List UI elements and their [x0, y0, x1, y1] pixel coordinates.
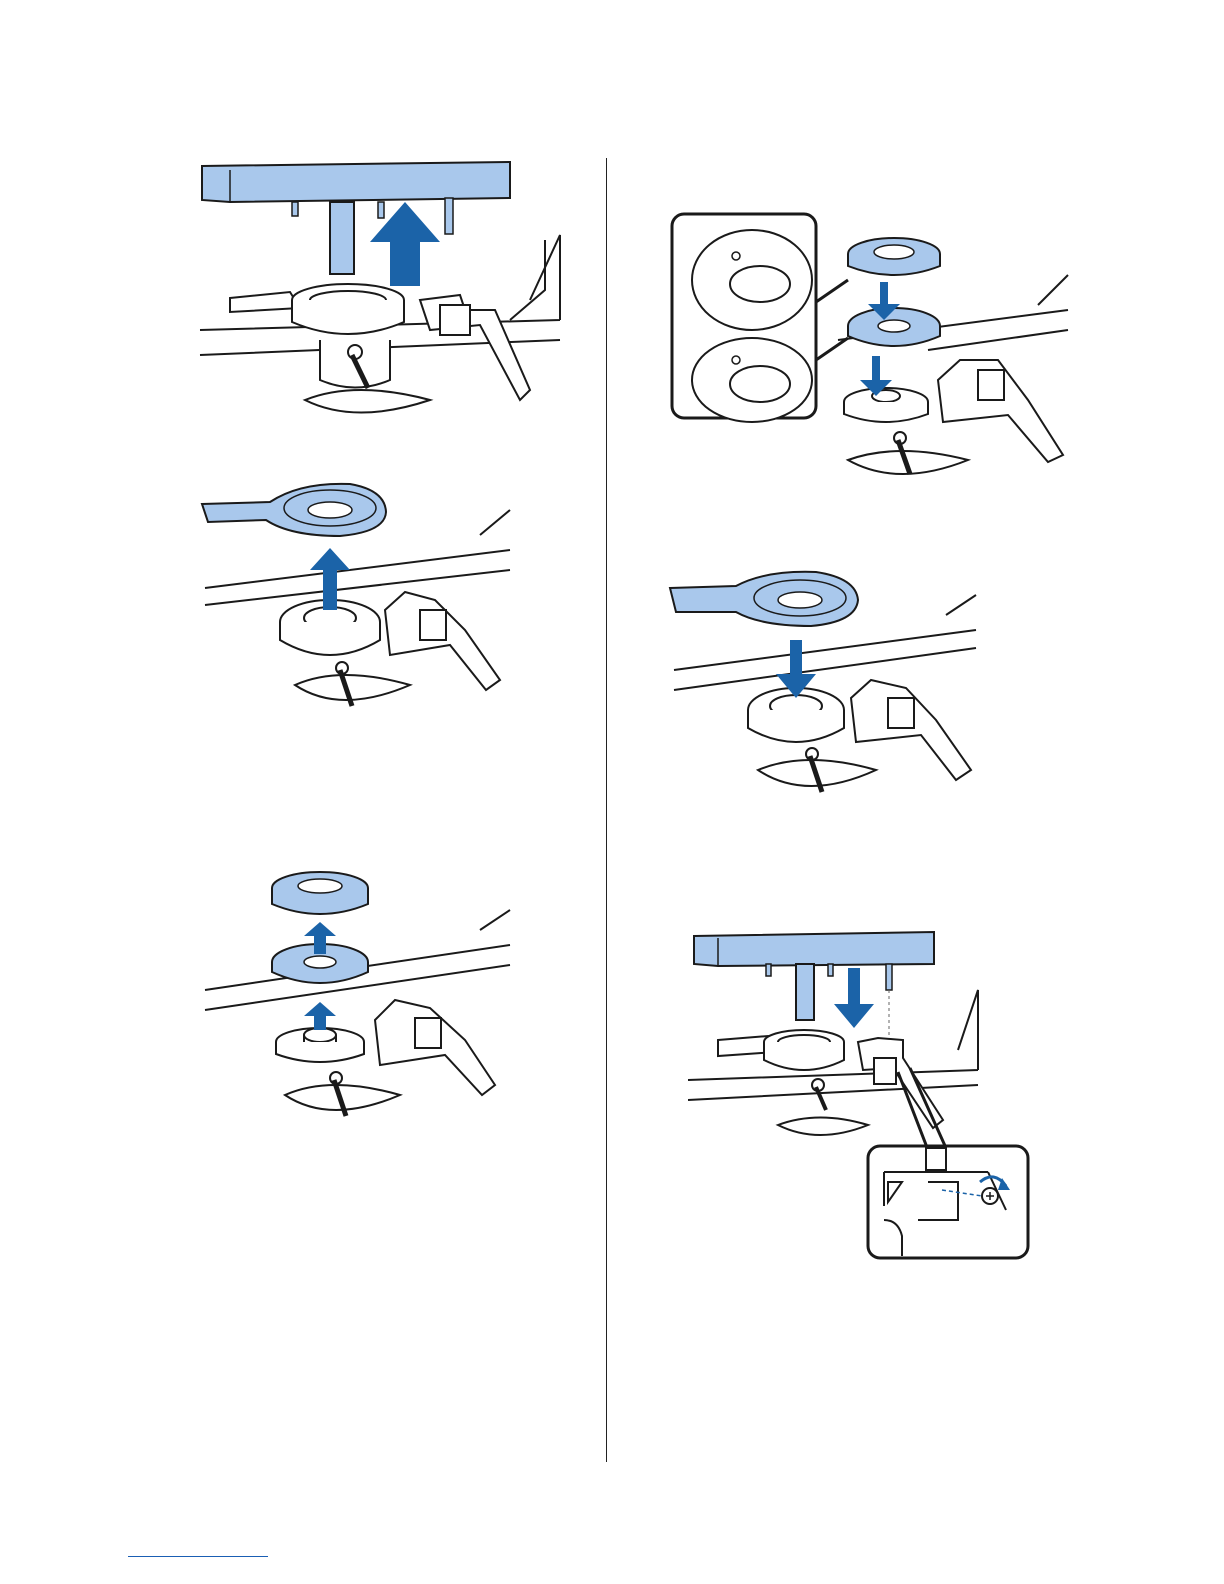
illustration-remove-platen	[190, 150, 570, 430]
footer-link-underline	[128, 1556, 268, 1557]
illustration-install-frame	[666, 570, 986, 820]
illustration-install-spacers	[668, 210, 1078, 490]
illustration-remove-spacers	[190, 870, 520, 1150]
illustration-install-platen	[688, 920, 1048, 1265]
column-divider	[606, 158, 607, 1462]
illustration-remove-frame	[190, 470, 520, 750]
